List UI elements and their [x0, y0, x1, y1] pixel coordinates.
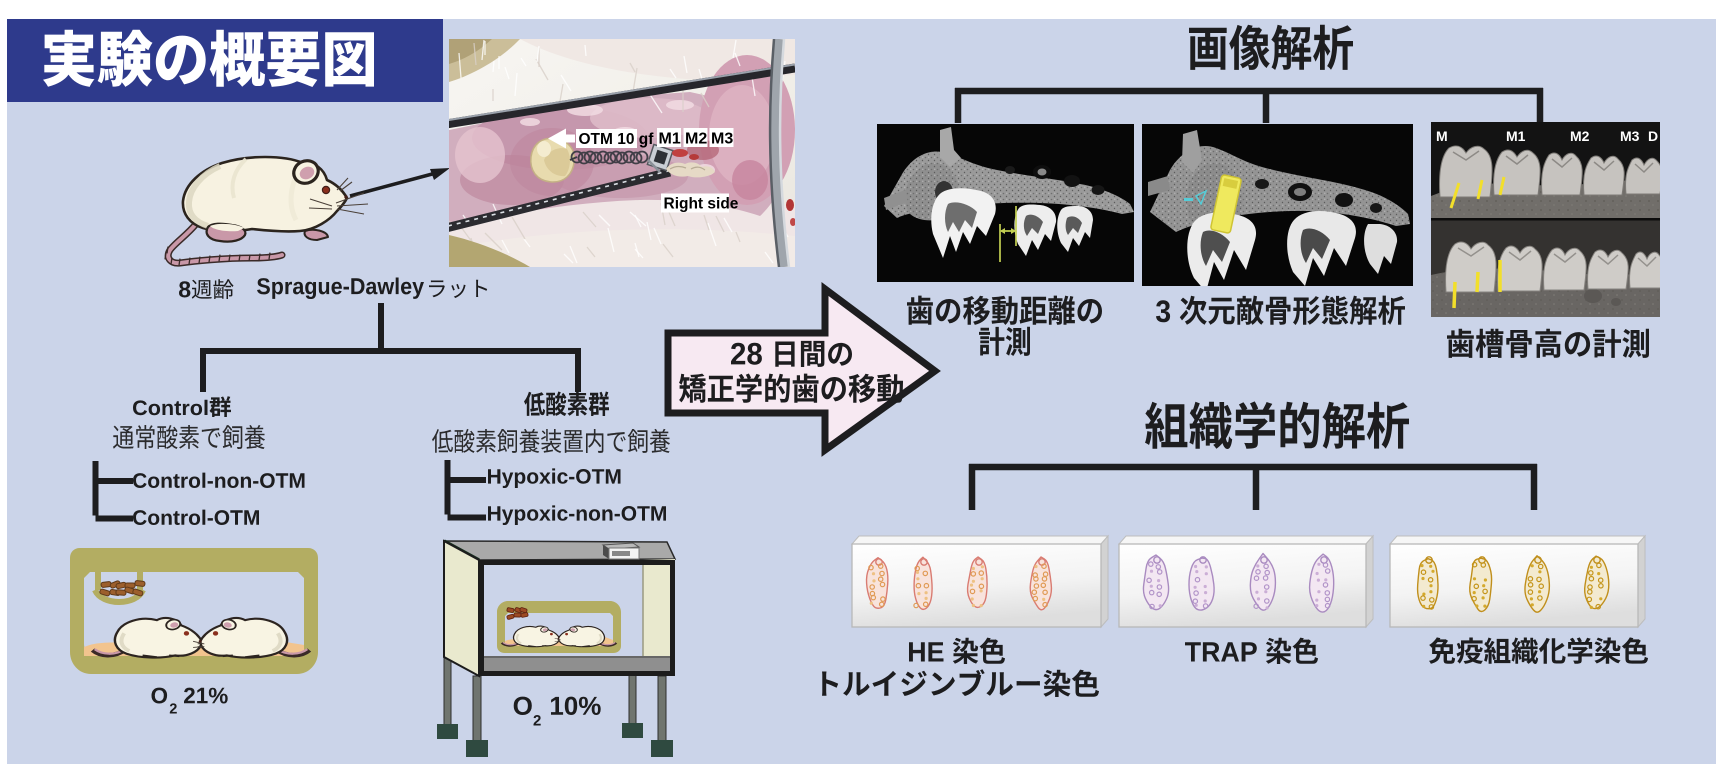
svg-text:M3: M3: [1620, 128, 1640, 144]
svg-text:M1: M1: [659, 131, 681, 148]
svg-text:Right side: Right side: [664, 196, 739, 213]
svg-text:M2: M2: [1570, 128, 1590, 144]
svg-text:M2: M2: [685, 131, 707, 148]
svg-text:D: D: [1648, 128, 1658, 144]
svg-text:M: M: [1436, 128, 1448, 144]
svg-text:OTM 10 gf: OTM 10 gf: [579, 131, 655, 148]
svg-text:M3: M3: [711, 131, 733, 148]
svg-text:M1: M1: [1506, 128, 1526, 144]
